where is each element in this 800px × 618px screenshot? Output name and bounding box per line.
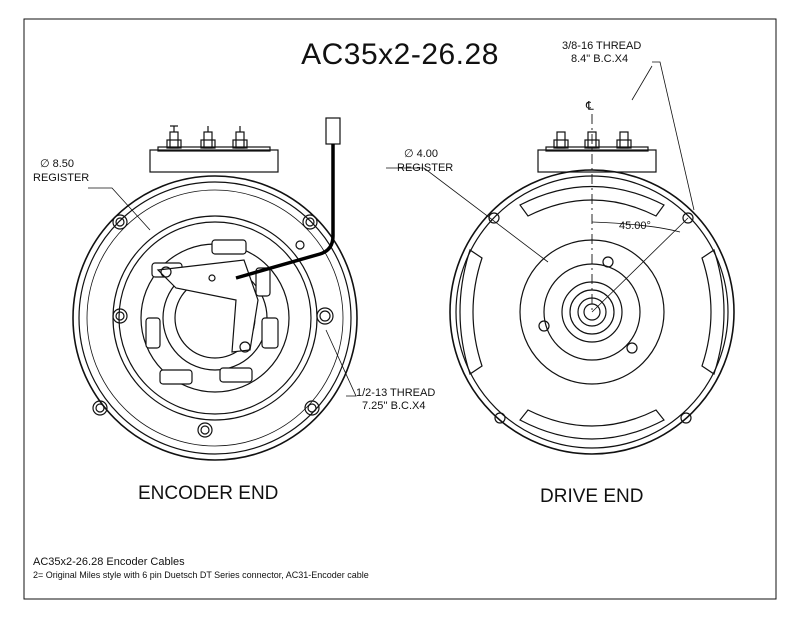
encoder-end-view [72, 117, 358, 461]
drive-bolt-holes [488, 212, 694, 424]
drive-register-dimension: ∅ 4.00 [404, 148, 439, 160]
angle-arc [591, 221, 681, 233]
notes-heading: AC35x2-26.28 Encoder Cables [33, 556, 185, 568]
leader-lines [88, 61, 695, 397]
drawing-border [23, 18, 777, 600]
encoder-board [156, 259, 259, 353]
encoder-bolt-holes [92, 214, 334, 438]
drive-end-view [449, 65, 735, 455]
drive-terminal-block [537, 131, 657, 173]
encoder-register-label: REGISTER [33, 172, 90, 184]
drive-arc-slots [459, 186, 725, 440]
encoder-thread-bolt-circle: 7.25'' B.C.X4 [362, 400, 426, 412]
drive-register-label: REGISTER [397, 162, 454, 174]
drive-thread-bolt-circle: 8.4" B.C.X4 [571, 53, 629, 65]
angle-dimension: 45.00° [619, 220, 651, 232]
encoder-thread-dimension: 1/2-13 THREAD [356, 387, 436, 399]
notes-line-1: 2= Original Miles style with 6 pin Duets… [33, 570, 369, 580]
encoder-cable [235, 144, 335, 280]
drawing-title: AC35x2-26.28 [301, 38, 499, 71]
centerline-symbol: ℄ [586, 99, 594, 113]
encoder-segments [145, 239, 279, 385]
drive-thread-dimension: 3/8-16 THREAD [562, 40, 642, 52]
encoder-terminal-block [149, 125, 279, 173]
encoder-end-label: ENCODER END [138, 483, 279, 504]
encoder-register-dimension: ∅ 8.50 [40, 158, 75, 170]
drive-end-label: DRIVE END [540, 486, 644, 507]
encoder-outer-ring [72, 175, 358, 461]
